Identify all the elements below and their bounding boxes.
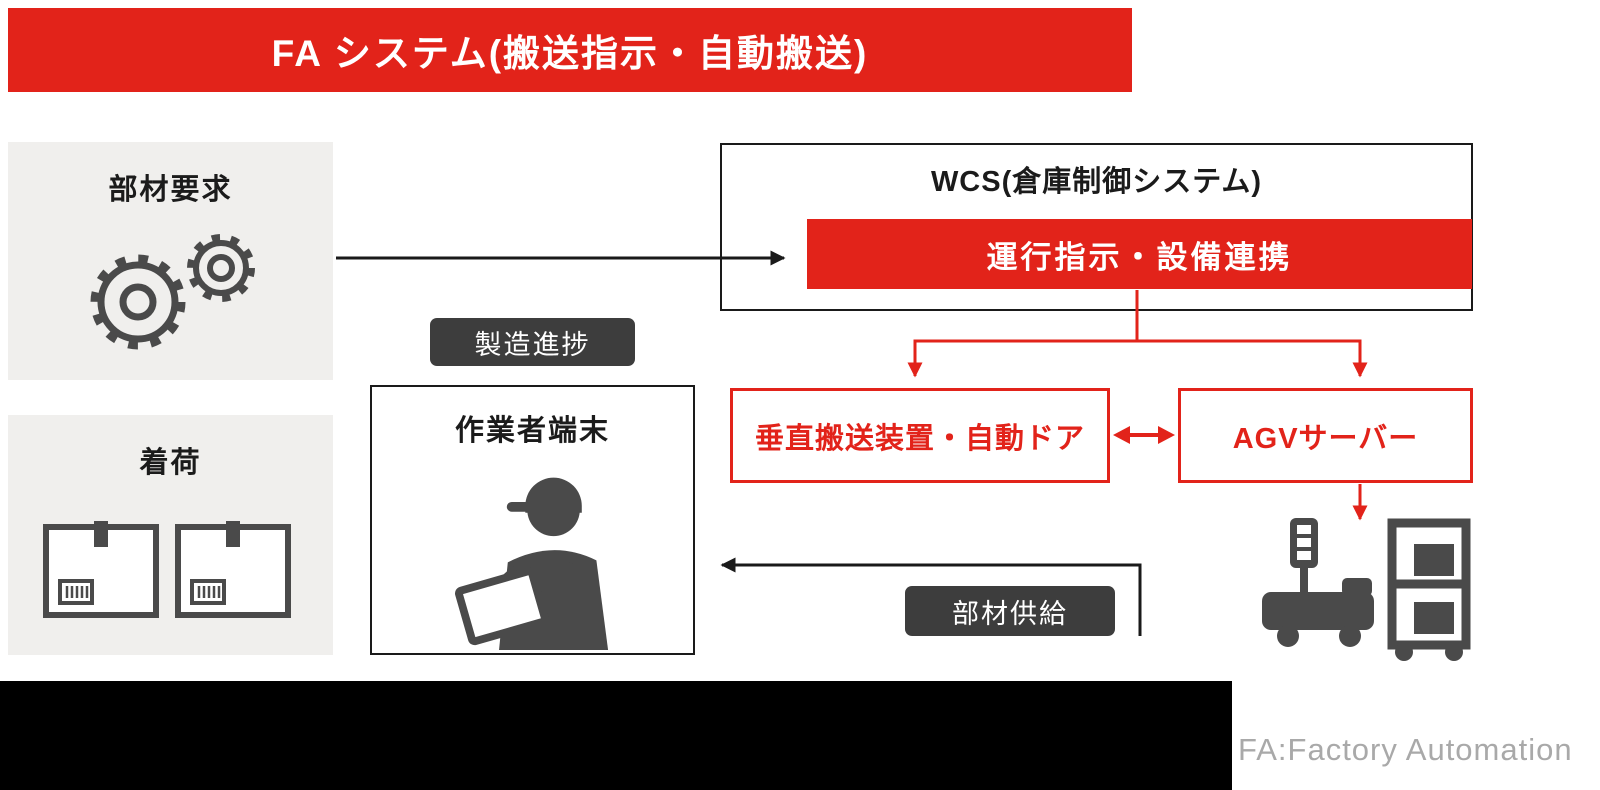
packages-icon (43, 521, 291, 618)
parts-supply-label: 部材供給 (952, 598, 1068, 629)
arrowhead-right (1158, 426, 1175, 444)
banner-title: FA システム(搬送指示・自動搬送) (271, 33, 869, 74)
vertical-transport-node: 垂直搬送装置・自動ドア (730, 388, 1110, 483)
agv-server-node: AGVサーバー (1178, 388, 1473, 483)
worker-terminal-box: 作業者端末 (370, 385, 695, 655)
manufacturing-progress-label: 製造進捗 (474, 329, 591, 360)
agv-with-cart-icon (1262, 518, 1471, 661)
wcs-title: WCS(倉庫制御システム) (930, 166, 1263, 198)
parts-supply-badge: 部材供給 (905, 586, 1115, 636)
bottom-black-block (0, 681, 1232, 790)
parts-request-label: 部材要求 (108, 174, 233, 206)
arrival-label: 着荷 (139, 447, 202, 479)
wcs-box: WCS(倉庫制御システム) 運行指示・設備連携 (720, 143, 1473, 311)
worker-terminal-label: 作業者端末 (454, 415, 610, 447)
wcs-command-bar-label: 運行指示・設備連携 (986, 239, 1293, 275)
fa-footnote: FA:Factory Automation (1238, 732, 1573, 767)
vertical-transport-label: 垂直搬送装置・自動ドア (754, 422, 1085, 455)
gears-icon (90, 234, 255, 350)
arrowhead-left (1113, 426, 1130, 444)
arrival-panel: 着荷 (8, 415, 333, 655)
banner: FA システム(搬送指示・自動搬送) (8, 8, 1132, 92)
manufacturing-progress-badge: 製造進捗 (430, 318, 635, 366)
agv-server-label: AGVサーバー (1232, 422, 1419, 455)
wcs-command-bar: 運行指示・設備連携 (807, 219, 1472, 289)
worker-with-tablet-icon (454, 477, 609, 650)
parts-request-panel: 部材要求 (8, 142, 333, 380)
arrow-wcs-to-agv-server (1137, 339, 1368, 378)
